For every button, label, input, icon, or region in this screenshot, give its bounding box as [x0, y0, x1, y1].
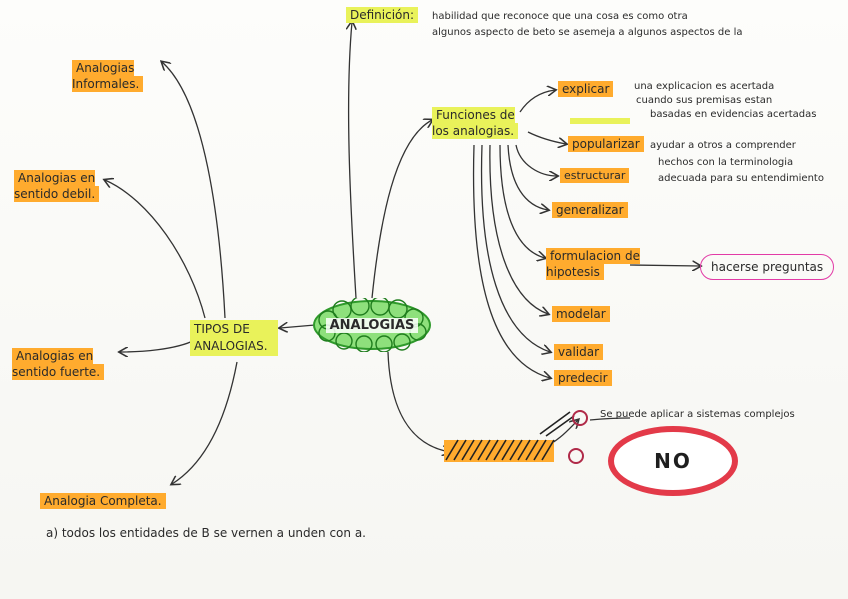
yellow-mark	[570, 118, 630, 124]
generalizar-label: generalizar	[552, 202, 628, 218]
fuerte-label: Analogias en sentido fuerte.	[12, 348, 104, 380]
no-circle: NO	[608, 426, 738, 496]
formulacion-node: formulacion de hipotesis	[546, 248, 678, 280]
popularizar-note-3: adecuada para su entendimiento	[658, 172, 824, 186]
explicar-note-3: basadas en evidencias acertadas	[650, 108, 816, 122]
validar-node: validar	[554, 345, 603, 359]
popularizar-note-1: ayudar a otros a comprender	[650, 139, 796, 153]
definition-line-1: habilidad que reconoce que una cosa es c…	[432, 10, 688, 24]
completa-node: Analogia Completa.	[40, 494, 166, 508]
definition-line-2: algunos aspecto de beto se asemeja a alg…	[432, 26, 743, 40]
modelar-label: modelar	[552, 306, 610, 322]
tipos-node: TIPOS DE ANALOGIAS.	[190, 320, 278, 356]
scribbled-out-note	[440, 404, 600, 474]
modelar-node: modelar	[552, 307, 610, 321]
explicar-label: explicar	[558, 81, 613, 97]
debil-label: Analogias en sentido debil.	[14, 170, 99, 202]
informales-node: Analogias Informales.	[72, 60, 182, 92]
popularizar-label: popularizar	[568, 136, 644, 152]
estructurar-label: estructurar	[560, 168, 629, 183]
predecir-node: predecir	[554, 371, 612, 385]
hacerse-preguntas-node: hacerse preguntas	[700, 254, 834, 280]
tipos-label: TIPOS DE ANALOGIAS.	[190, 320, 278, 356]
completa-note: a) todos los entidades de B se vernen a …	[46, 526, 366, 541]
central-node: ANALOGIAS	[310, 298, 434, 352]
debil-node: Analogias en sentido debil.	[14, 170, 114, 202]
explicar-node: explicar	[558, 82, 613, 96]
generalizar-node: generalizar	[552, 203, 628, 217]
popularizar-note-2-text: hechos con la terminologia	[658, 157, 793, 168]
validar-label: validar	[554, 344, 603, 360]
estructurar-node: estructurar	[560, 169, 629, 183]
formulacion-label: formulacion de hipotesis	[546, 248, 640, 280]
explicar-note-2: cuando sus premisas estan	[636, 94, 772, 108]
fuerte-node: Analogias en sentido fuerte.	[12, 348, 132, 380]
funciones-node: Funciones de los analogias.	[432, 107, 524, 139]
popularizar-node: popularizar	[568, 137, 644, 151]
explicar-note-1: una explicacion es acertada	[634, 80, 774, 94]
completa-label: Analogia Completa.	[40, 493, 166, 509]
informales-label: Analogias Informales.	[72, 60, 143, 92]
popularizar-note-2: hechos con la terminologia	[658, 156, 793, 170]
definition-label: Definición:	[346, 7, 418, 23]
no-label: NO	[654, 449, 692, 473]
sistemas-complejos-note: Se puede aplicar a sistemas complejos	[600, 408, 795, 422]
funciones-label: Funciones de los analogias.	[432, 107, 518, 139]
predecir-label: predecir	[554, 370, 612, 386]
central-label: ANALOGIAS	[326, 318, 419, 333]
definition-node: Definición:	[346, 8, 418, 22]
